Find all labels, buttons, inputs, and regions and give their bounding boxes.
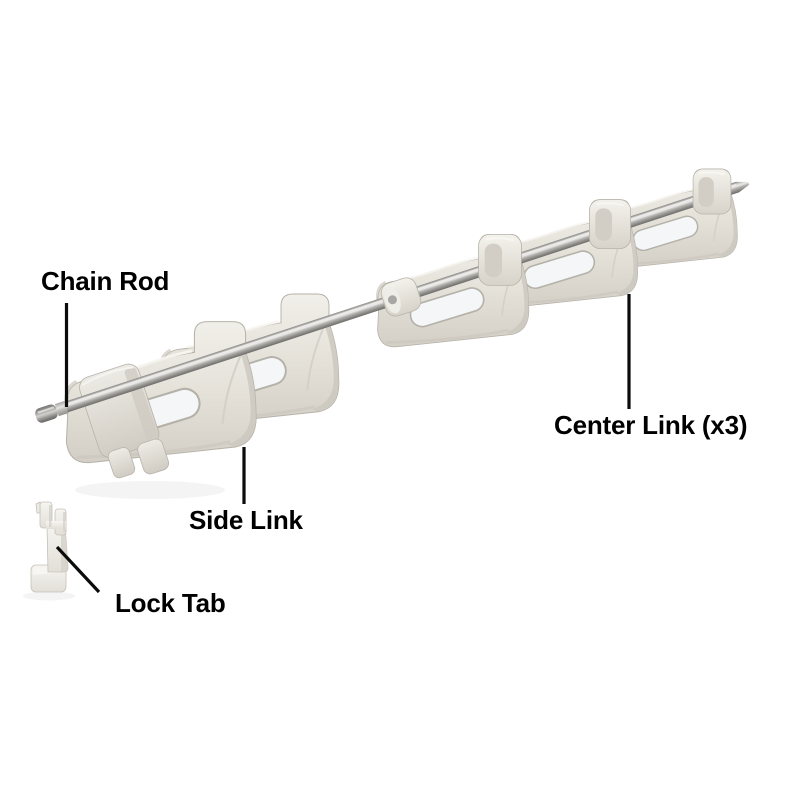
center-link-head-3 xyxy=(692,168,732,215)
chain-shadow xyxy=(75,481,225,499)
lock-tab-leader-line xyxy=(55,545,101,594)
label-lock-tab: Lock Tab xyxy=(115,588,226,618)
label-side-link: Side Link xyxy=(189,505,303,535)
lock-tab-shadow xyxy=(23,591,75,601)
center-link-head-2 xyxy=(588,198,632,250)
center-link-head-1 xyxy=(477,233,523,287)
lock-tab-part xyxy=(30,501,69,593)
label-chain-rod: Chain Rod xyxy=(41,266,170,296)
label-center-link: Center Link (x3) xyxy=(554,410,748,440)
